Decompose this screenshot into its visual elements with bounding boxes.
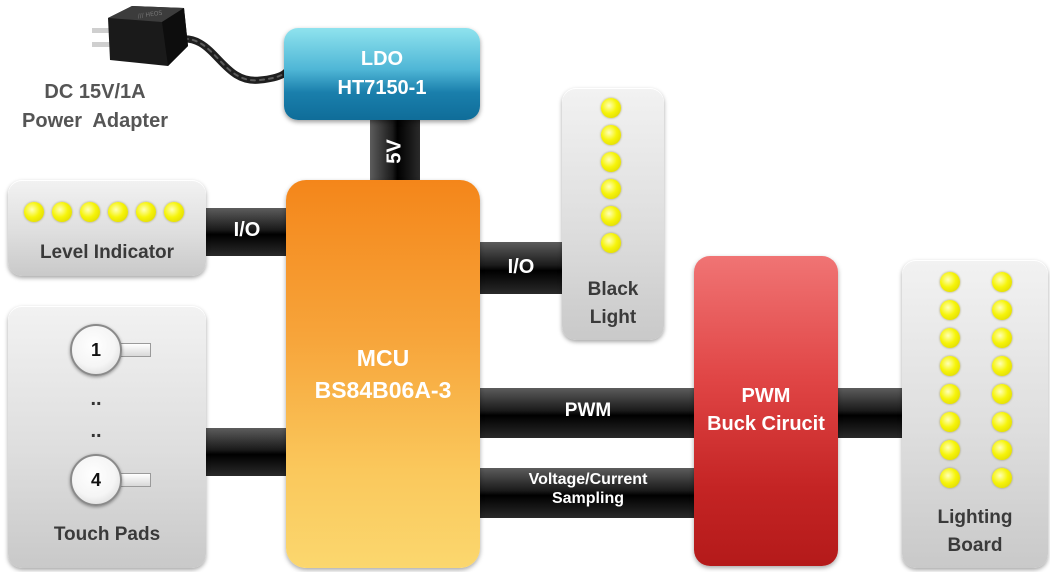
black-light-label: Black Light bbox=[562, 276, 664, 332]
black-light-wire bbox=[478, 242, 566, 294]
black-light-line2: Light bbox=[589, 307, 637, 328]
pwm-link-label: PWM bbox=[564, 400, 612, 421]
led bbox=[601, 179, 621, 199]
led bbox=[940, 300, 960, 320]
led bbox=[601, 206, 621, 226]
touch-pads-panel: 1 .. .. 4 Touch Pads bbox=[8, 306, 206, 568]
led bbox=[601, 98, 621, 118]
led bbox=[940, 440, 960, 460]
mcu-block: MCU BS84B06A-3 bbox=[286, 180, 480, 568]
led bbox=[940, 272, 960, 292]
lighting-board-panel: Lighting Board bbox=[902, 260, 1048, 568]
sampling-line1: Voltage/Current bbox=[528, 471, 648, 488]
mcu-title: MCU bbox=[356, 345, 410, 371]
led bbox=[52, 202, 72, 222]
lighting-board-line2: Board bbox=[947, 535, 1003, 556]
led bbox=[940, 328, 960, 348]
level-indicator-wire bbox=[204, 208, 294, 256]
ellipsis-2: .. bbox=[90, 420, 102, 442]
led bbox=[164, 202, 184, 222]
buck-lighting-wire bbox=[836, 388, 906, 438]
mcu-part: BS84B06A-3 bbox=[314, 377, 452, 403]
led bbox=[992, 468, 1012, 488]
touch-pads-wire bbox=[204, 428, 294, 476]
touch-pad-1[interactable]: 1 bbox=[70, 324, 122, 376]
led bbox=[992, 412, 1012, 432]
ldo-title: LDO bbox=[360, 48, 404, 70]
led bbox=[80, 202, 100, 222]
led bbox=[992, 384, 1012, 404]
level-indicator-panel: Level Indicator bbox=[8, 180, 206, 276]
touch-pads-label: Touch Pads bbox=[53, 524, 161, 545]
led bbox=[940, 412, 960, 432]
led bbox=[108, 202, 128, 222]
power-adapter-label: DC 15V/1A Power Adapter bbox=[2, 78, 188, 136]
pwm-wire bbox=[478, 388, 700, 438]
black-light-line1: Black bbox=[587, 279, 639, 300]
black-light-link-label: I/O bbox=[507, 256, 535, 278]
power-adapter-icon: /// HEOS bbox=[92, 6, 188, 66]
sampling-link-label: Voltage/Current Sampling bbox=[490, 470, 686, 508]
black-light-panel: Black Light bbox=[562, 88, 664, 340]
ellipsis-1: .. bbox=[90, 388, 102, 410]
led bbox=[24, 202, 44, 222]
power-adapter-line1: DC 15V/1A bbox=[44, 81, 146, 103]
lighting-board-label: Lighting Board bbox=[902, 504, 1048, 560]
led bbox=[601, 152, 621, 172]
ldo-part: HT7150-1 bbox=[337, 77, 427, 99]
led bbox=[940, 384, 960, 404]
pwm-buck-title: PWM bbox=[741, 385, 791, 407]
level-indicator-label: Level Indicator bbox=[39, 242, 175, 263]
sampling-line2: Sampling bbox=[551, 490, 624, 507]
led bbox=[601, 125, 621, 145]
led bbox=[940, 468, 960, 488]
led bbox=[992, 328, 1012, 348]
led bbox=[136, 202, 156, 222]
led bbox=[992, 440, 1012, 460]
led bbox=[992, 356, 1012, 376]
ldo-link-label: 5V bbox=[383, 139, 406, 164]
pwm-buck-subtitle: Buck Cirucit bbox=[707, 413, 825, 435]
sampling-wire bbox=[478, 468, 700, 518]
led bbox=[601, 233, 621, 253]
ldo-mcu-wire bbox=[370, 118, 420, 184]
svg-text:/// HEOS: /// HEOS bbox=[137, 10, 163, 20]
lighting-board-line1: Lighting bbox=[937, 507, 1013, 528]
led bbox=[940, 356, 960, 376]
power-adapter-line2: Power Adapter bbox=[22, 110, 168, 132]
pwm-buck-block: PWM Buck Cirucit bbox=[694, 256, 838, 566]
led bbox=[992, 272, 1012, 292]
level-indicator-link-label: I/O bbox=[233, 219, 261, 241]
led bbox=[992, 300, 1012, 320]
touch-pad-4[interactable]: 4 bbox=[70, 454, 122, 506]
ldo-block: LDO HT7150-1 bbox=[284, 28, 480, 120]
